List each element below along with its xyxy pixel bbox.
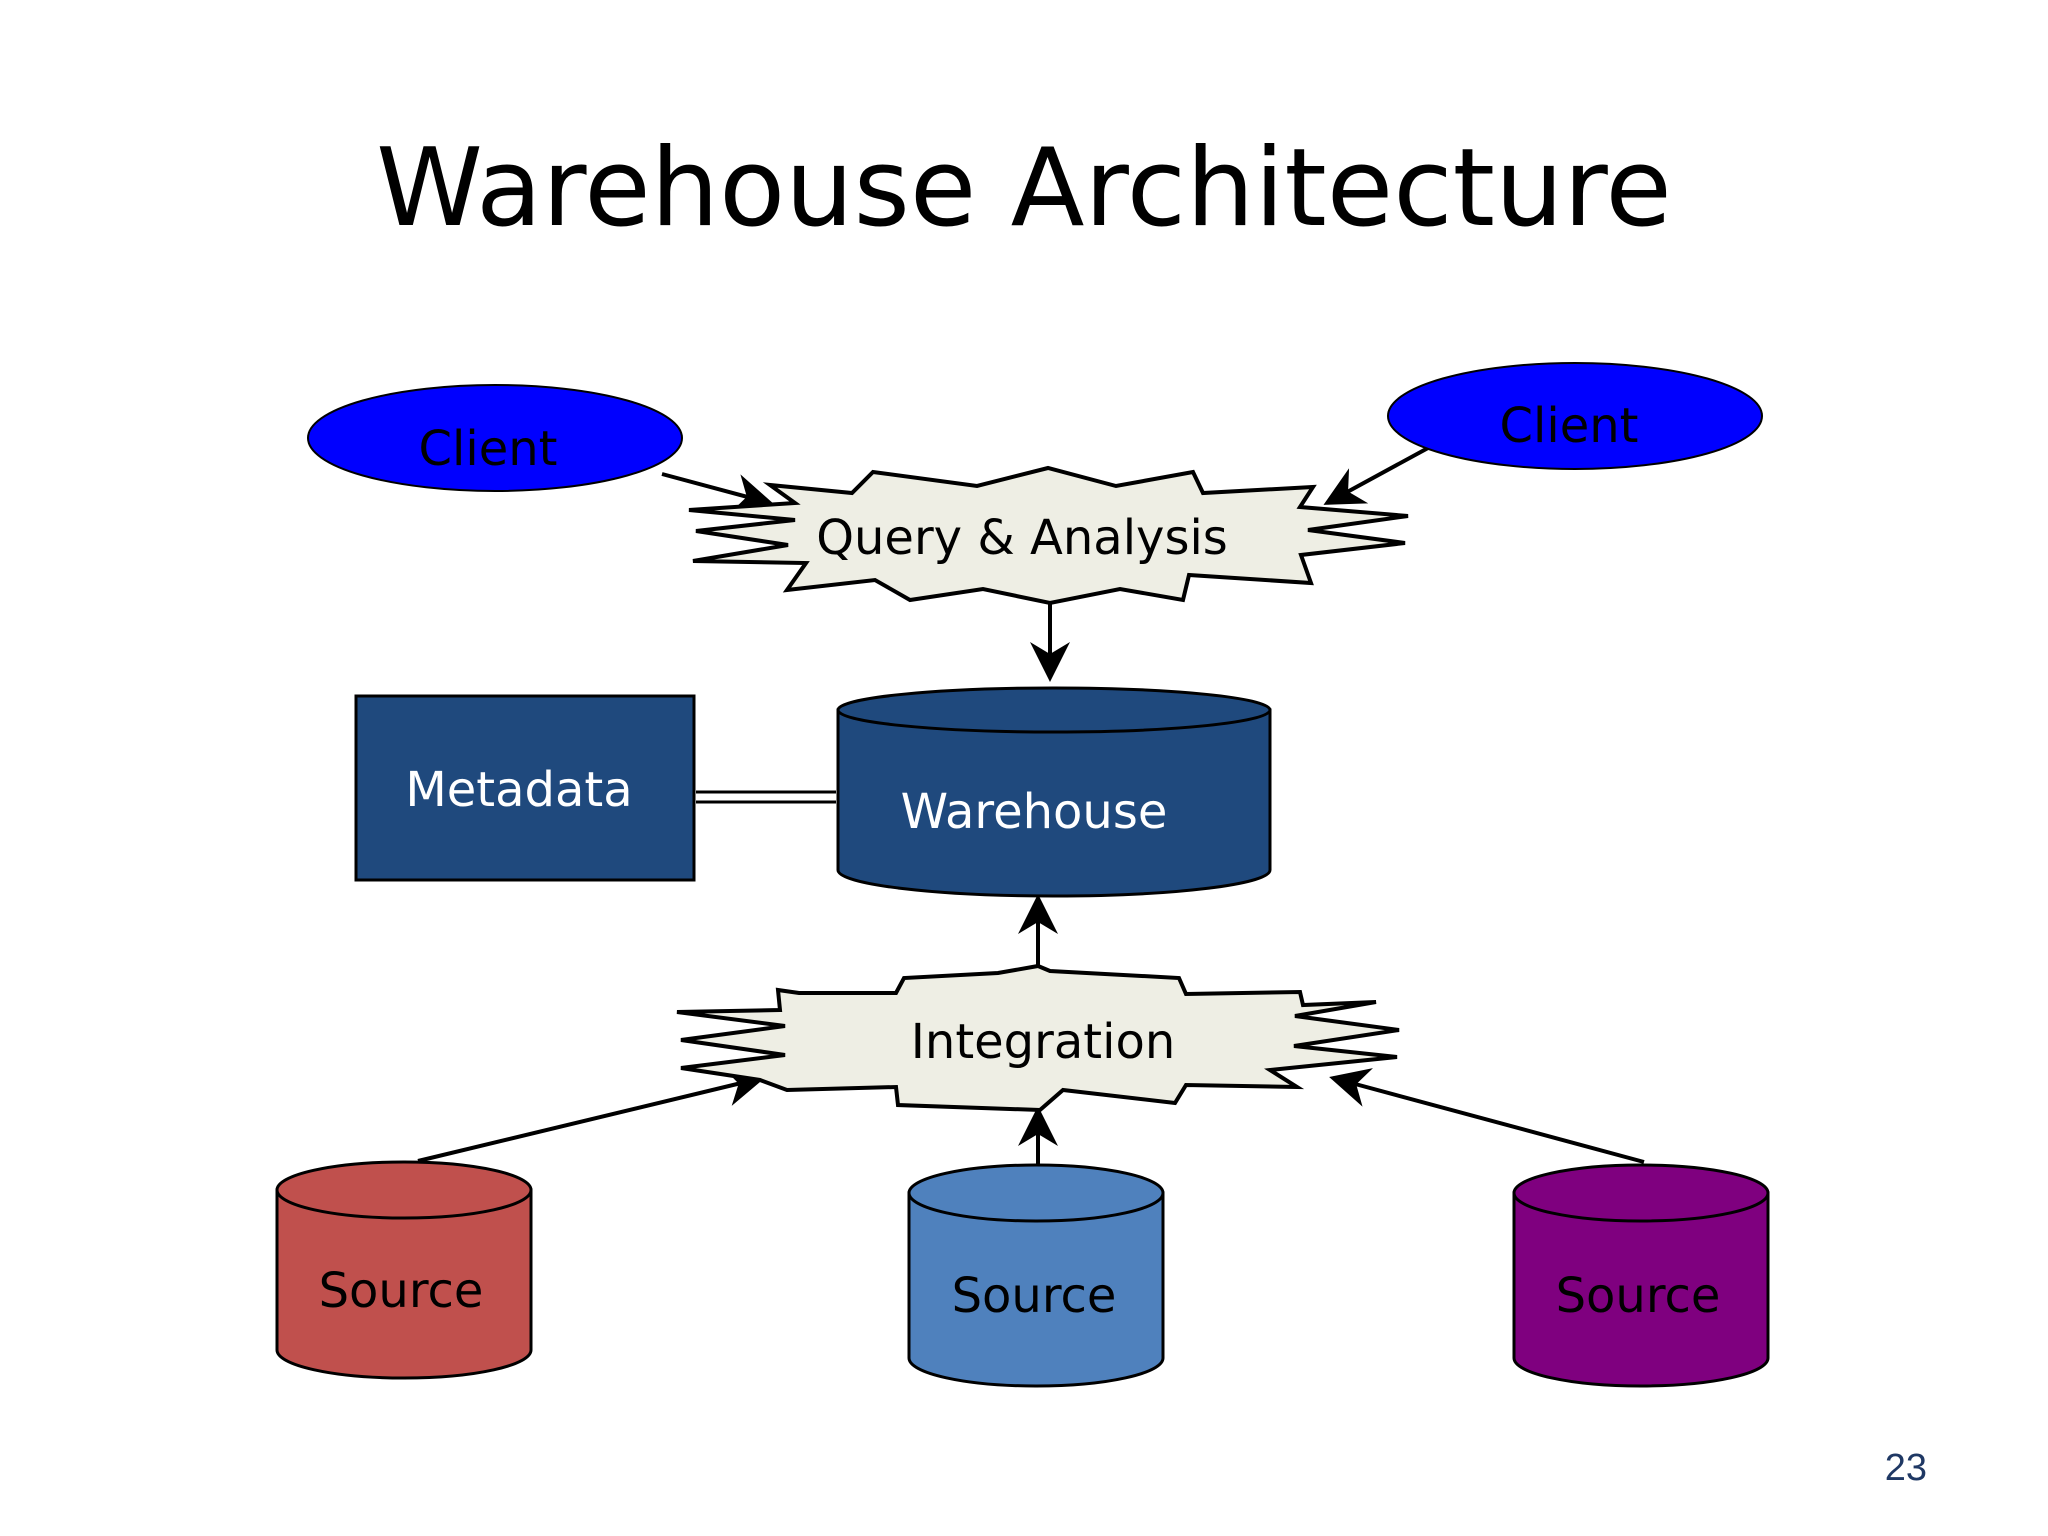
metadata-label: Metadata: [405, 762, 632, 818]
client-right-label: Client: [1500, 398, 1639, 454]
query-analysis-label: Query & Analysis: [816, 510, 1228, 566]
source-middle-body: [907, 1191, 1165, 1388]
source-left-body: [275, 1188, 533, 1380]
edge-source-left-to-integration: [417, 1067, 766, 1163]
metadata-node: Metadata: [354, 694, 696, 882]
source-middle-top: [907, 1163, 1165, 1223]
source-right-label: Source: [1556, 1268, 1721, 1324]
source-middle-node: Source: [907, 1163, 1165, 1388]
client-right-node: Client: [1387, 362, 1763, 470]
query-analysis-node: Query & Analysis: [688, 465, 1409, 606]
page-number: 23: [1884, 1447, 1927, 1489]
source-left-node: Source: [275, 1160, 533, 1380]
client-left-label: Client: [419, 421, 558, 477]
query-analysis-burst: [688, 465, 1409, 606]
warehouse-top: [836, 686, 1272, 734]
warehouse-label: Warehouse: [901, 784, 1168, 840]
edge-metadata-to-warehouse: [696, 790, 836, 804]
client-left-ellipse: [307, 384, 683, 492]
edge-source-right-to-integration: [1329, 1068, 1645, 1164]
client-right-ellipse: [1387, 362, 1763, 470]
edge-client-right-to-query: [1323, 446, 1429, 505]
edge-client-left-to-query: [661, 472, 774, 513]
client-left-node: Client: [307, 384, 683, 492]
slide-title: Warehouse Architecture: [376, 126, 1672, 251]
metadata-box: [354, 694, 696, 882]
source-right-body: [1512, 1191, 1770, 1388]
source-left-top: [275, 1160, 533, 1220]
warehouse-body: [836, 708, 1272, 898]
integration-node: Integration: [676, 963, 1400, 1113]
warehouse-node: Warehouse: [836, 686, 1272, 898]
source-right-top: [1512, 1163, 1770, 1223]
source-right-node: Source: [1512, 1163, 1770, 1388]
source-middle-label: Source: [952, 1268, 1117, 1324]
integration-burst: [676, 963, 1400, 1113]
integration-label: Integration: [911, 1014, 1176, 1070]
source-left-label: Source: [319, 1263, 484, 1319]
